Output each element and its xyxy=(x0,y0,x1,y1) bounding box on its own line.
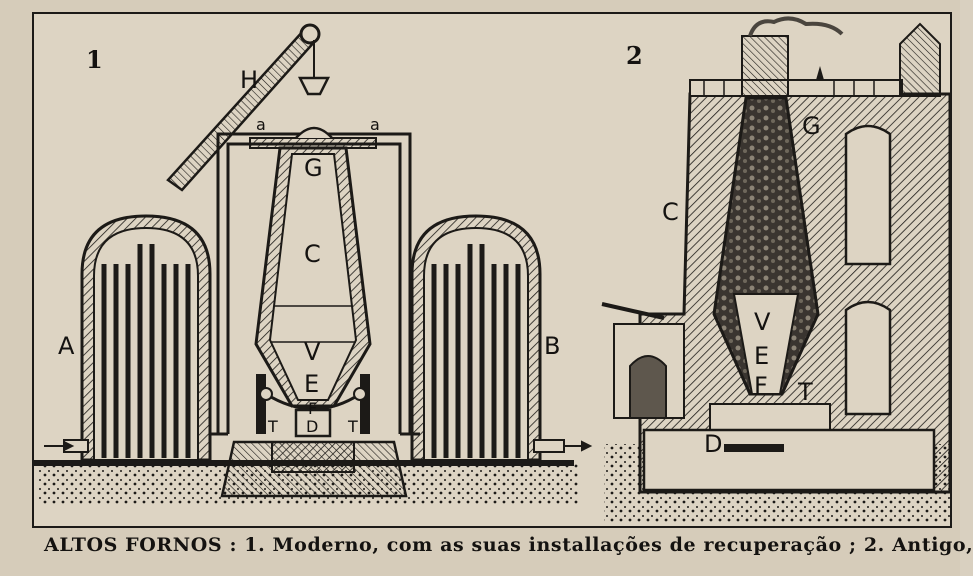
label-d: D xyxy=(306,417,318,436)
label-v: V xyxy=(304,338,321,366)
crane-h xyxy=(166,23,331,192)
engraving-plate: 1 A B H a a G C V E F D T T xyxy=(32,12,952,528)
label-a-pipe-right: a xyxy=(370,115,380,134)
label-t-right: T xyxy=(347,417,358,436)
stove-b xyxy=(410,214,565,462)
roof-hut xyxy=(899,22,941,97)
worker-figure xyxy=(816,66,824,80)
label-h: H xyxy=(240,66,258,94)
label-f-2: F xyxy=(754,372,768,400)
tuyere-pipe xyxy=(601,302,665,320)
blast-furnace-engraving: 1 A B H a a G C V E F D T T xyxy=(34,16,952,524)
label-c: C xyxy=(304,240,321,268)
label-g: G xyxy=(304,154,323,182)
figure-1-modern-furnace: 1 A B H a a G C V E F D T T xyxy=(34,23,593,504)
flame-zone xyxy=(732,293,800,395)
old-hearth xyxy=(709,403,831,431)
stack xyxy=(741,35,789,97)
label-a-pipe-left: a xyxy=(256,115,266,134)
old-base xyxy=(642,428,936,492)
stove-a xyxy=(63,214,212,462)
upper-window xyxy=(844,124,892,266)
label-c-2: C xyxy=(662,198,679,226)
flow-arrows-1 xyxy=(44,440,593,452)
label-g-2: G xyxy=(802,112,821,140)
figure-caption: ALTOS FORNOS : 1. Moderno, com as suas i… xyxy=(44,534,973,556)
label-t-left: T xyxy=(267,417,278,436)
label-t-2: T xyxy=(797,378,813,406)
smoke xyxy=(748,16,844,37)
label-e-2: E xyxy=(754,342,769,370)
label-a: A xyxy=(58,332,75,360)
figure-2-number: 2 xyxy=(626,41,643,70)
figure-1-number: 1 xyxy=(86,45,103,74)
label-v-2: V xyxy=(754,308,771,336)
modern-furnace-body xyxy=(220,126,408,498)
label-b: B xyxy=(544,332,560,360)
slag-outlet xyxy=(724,444,784,452)
figure-2-old-furnace: 2 G C V E F D T xyxy=(601,16,952,524)
label-d-2: D xyxy=(704,430,722,458)
top-platform xyxy=(689,79,903,97)
label-f: F xyxy=(308,399,317,418)
lower-window xyxy=(844,300,892,416)
label-e: E xyxy=(304,370,319,398)
